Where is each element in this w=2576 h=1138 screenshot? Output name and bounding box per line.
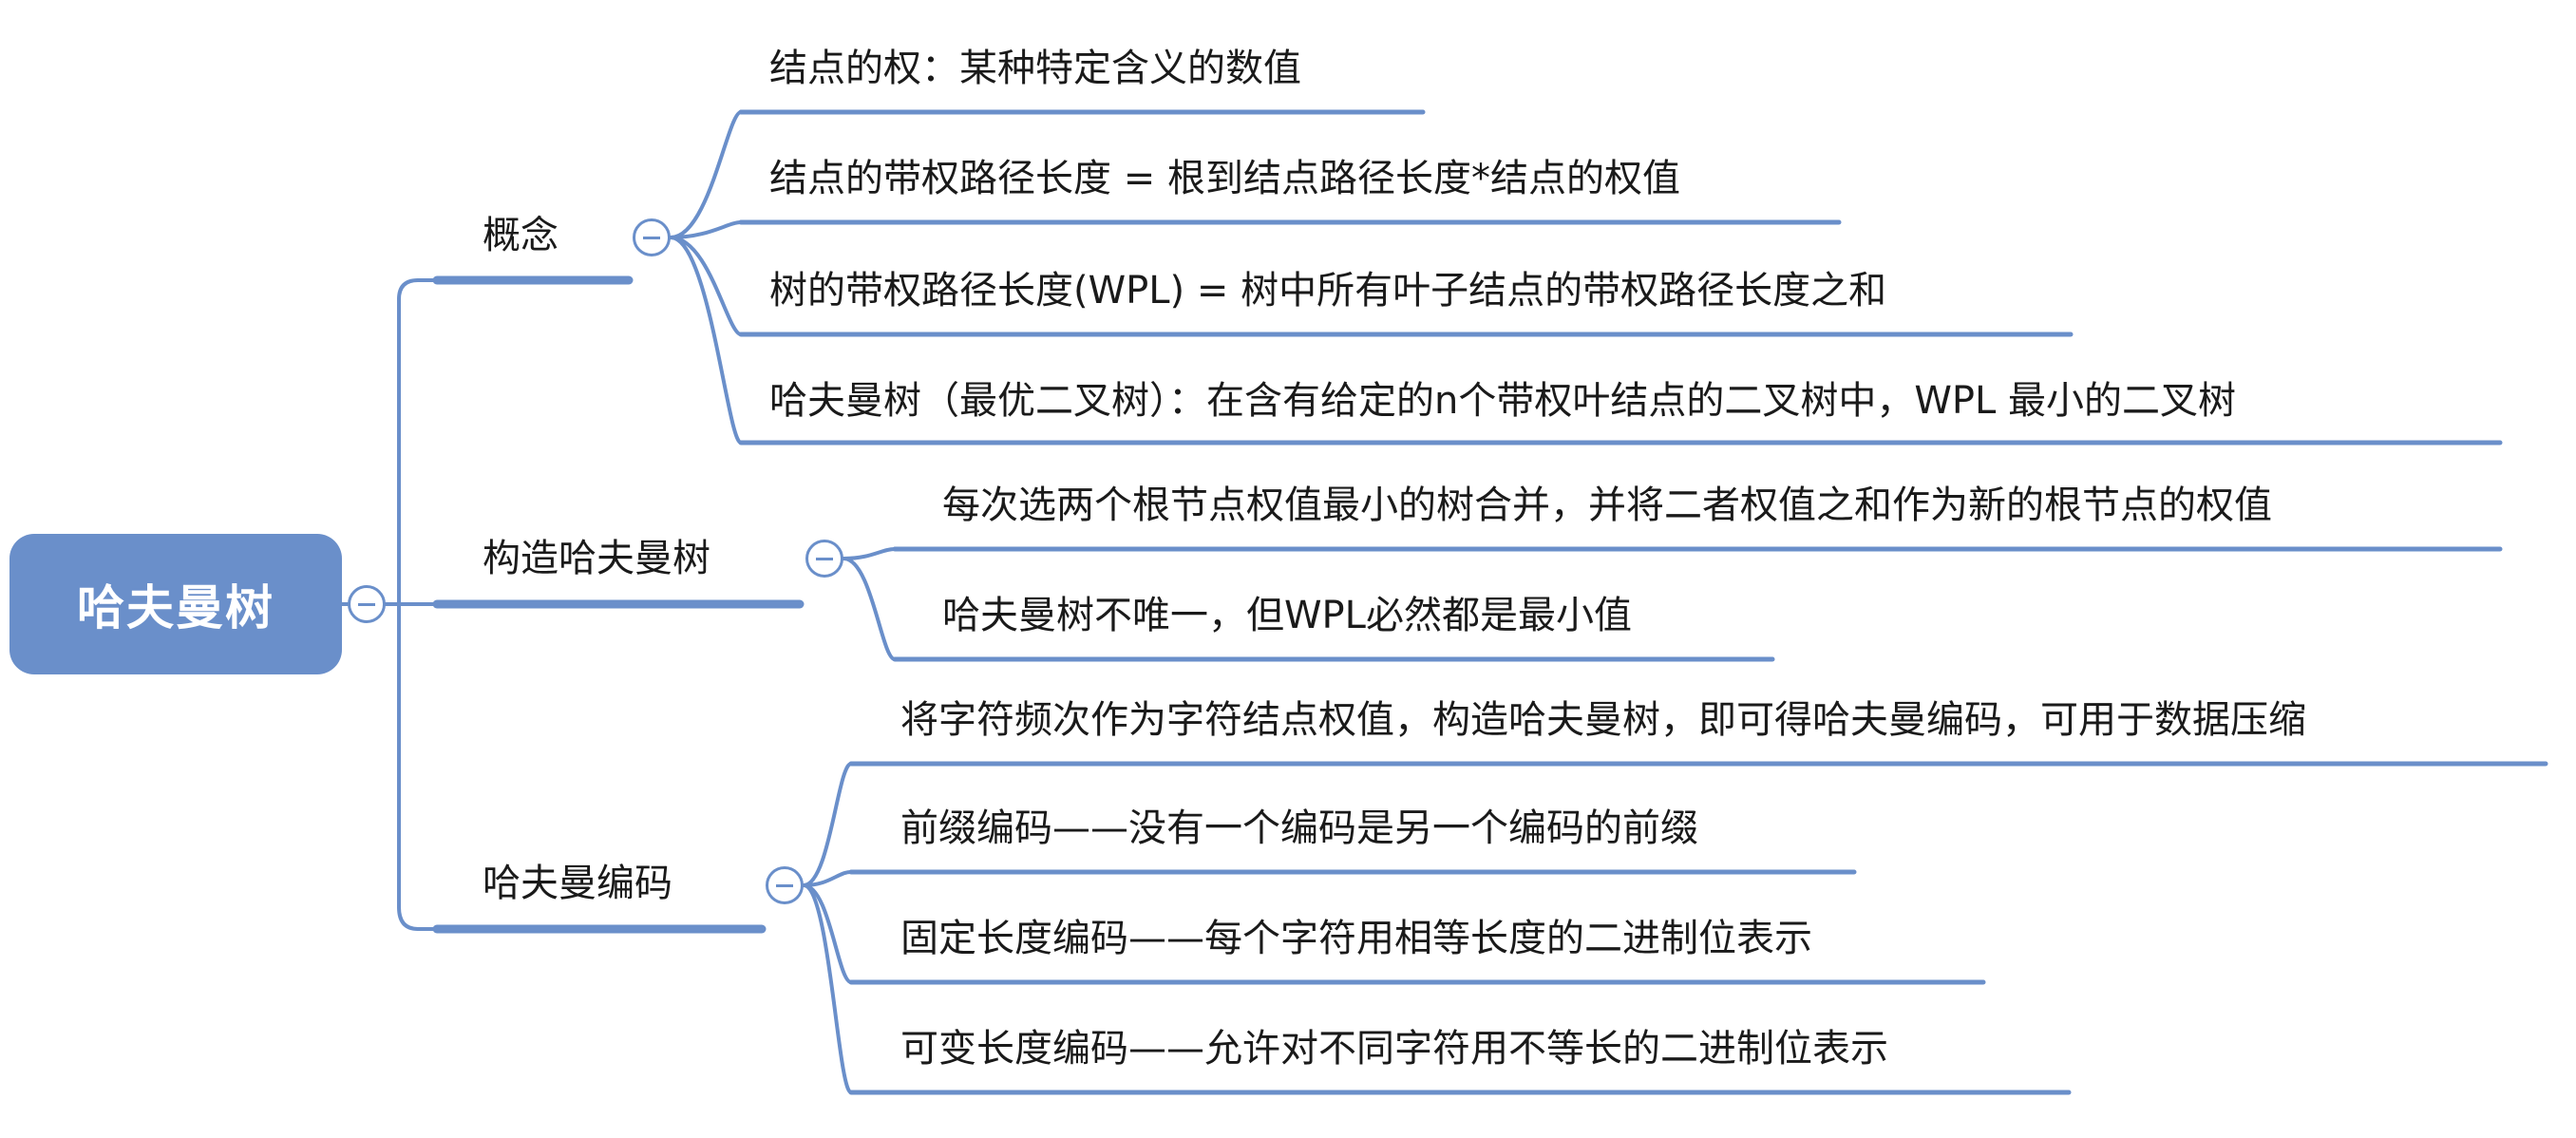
encoding-item[interactable]: 可变长度编码——允许对不同字符用不等长的二进制位表示 [900, 1027, 1888, 1071]
concept-item[interactable]: 结点的权：某种特定含义的数值 [769, 47, 1301, 90]
child-connector [669, 236, 743, 445]
branch-collapse-icon[interactable] [805, 540, 843, 578]
construct-item[interactable]: 每次选两个根节点权值最小的树合并，并将二者权值之和作为新的根节点的权值 [942, 484, 2272, 527]
child-connector [669, 236, 743, 336]
child-connector [669, 220, 743, 239]
branch-label-concept[interactable]: 概念 [483, 214, 559, 257]
concept-item[interactable]: 结点的带权路径长度 = 根到结点路径长度*结点的权值 [769, 157, 1680, 200]
branch-label-encoding[interactable]: 哈夫曼编码 [483, 862, 672, 905]
root-label: 哈夫曼树 [77, 580, 275, 635]
child-connector [842, 547, 897, 560]
root-collapse-icon[interactable] [348, 585, 386, 623]
encoding-item[interactable]: 固定长度编码——每个字符用相等长度的二进制位表示 [900, 917, 1812, 960]
child-connector [802, 883, 853, 1094]
encoding-item[interactable]: 将字符频次作为字符结点权值，构造哈夫曼树，即可得哈夫曼编码，可用于数据压缩 [900, 698, 2306, 742]
trunk-curve-top [397, 278, 420, 301]
child-connector [802, 883, 853, 984]
child-connector [842, 557, 897, 661]
child-connector [802, 762, 853, 887]
branch-collapse-icon[interactable] [633, 218, 671, 256]
root-node[interactable]: 哈夫曼树 [9, 534, 342, 674]
concept-item[interactable]: 哈夫曼树（最优二叉树）：在含有给定的n个带权叶结点的二叉树中，WPL 最小的二叉… [769, 379, 2237, 423]
branch-label-construct[interactable]: 构造哈夫曼树 [483, 537, 710, 580]
child-connector [802, 870, 853, 887]
encoding-item[interactable]: 前缀编码——没有一个编码是另一个编码的前缀 [900, 806, 1698, 850]
concept-item[interactable]: 树的带权路径长度(WPL) = 树中所有叶子结点的带权路径长度之和 [769, 269, 1887, 313]
trunk-curve-bottom [397, 905, 420, 931]
child-connector [669, 110, 743, 239]
construct-item[interactable]: 哈夫曼树不唯一，但WPL必然都是最小值 [942, 594, 1632, 637]
branch-collapse-icon[interactable] [766, 866, 804, 904]
